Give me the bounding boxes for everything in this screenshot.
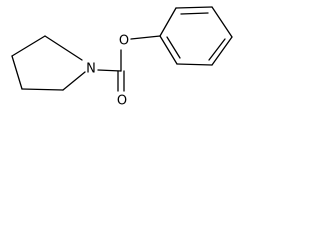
- phenyl-bond-5: [176, 63, 213, 66]
- phenyl-bond-6: [159, 35, 178, 65]
- ether-oxygen-atom-label: O: [119, 34, 129, 49]
- phenyl-inner-double-bond-left: [166, 36, 181, 59]
- pyrrolidine-ring: [11, 35, 86, 91]
- ring-bond-c3-c4: [11, 35, 46, 57]
- ring-bond-c1-c2: [21, 88, 64, 91]
- phenyl-inner-double-bond-right: [208, 38, 226, 61]
- phenyl-inner-double-bond-top: [180, 12, 209, 15]
- ring-bond-c4-n: [44, 35, 83, 61]
- bond-n-carbonyl-carbon: [97, 69, 122, 72]
- nitrogen-atom-label: N: [86, 62, 96, 77]
- phenyl-bond-3: [211, 6, 233, 38]
- chemical-structure-diagram: N O O: [11, 6, 233, 109]
- ring-bond-n-c1: [62, 71, 86, 91]
- phenyl-bond-4: [211, 36, 233, 66]
- phenyl-bond-1: [159, 7, 177, 37]
- carbamate-group: [97, 35, 161, 92]
- bond-ether-oxygen-phenyl: [130, 35, 161, 40]
- ring-bond-c2-c3: [11, 55, 23, 90]
- phenyl-ring: [159, 6, 233, 66]
- carbonyl-oxygen-atom-label: O: [117, 94, 127, 109]
- phenyl-bond-2: [175, 6, 213, 9]
